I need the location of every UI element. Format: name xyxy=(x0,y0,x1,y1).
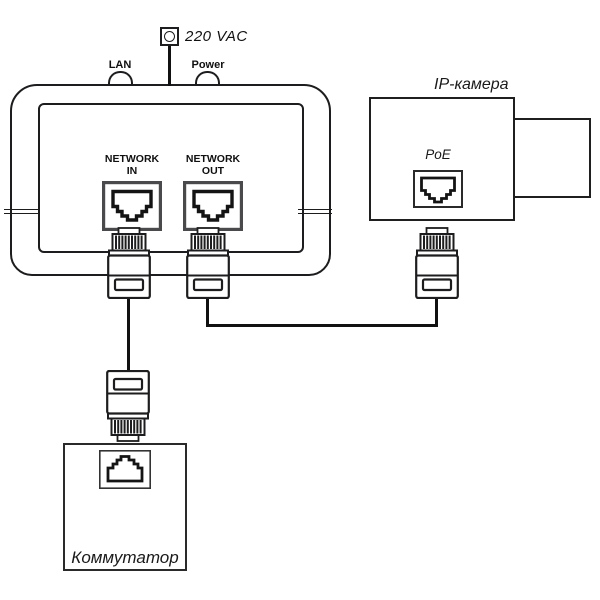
lan-led-bump xyxy=(108,71,133,85)
poe-port-label: PoE xyxy=(425,147,451,162)
poe-injector-front-panel xyxy=(38,103,304,253)
network-out-label-line2: OUT xyxy=(201,164,225,177)
network-in-label-line2: IN xyxy=(126,164,138,177)
power-led-bump xyxy=(195,71,220,85)
power-outlet-pin-icon xyxy=(164,31,175,42)
camera-lens-body xyxy=(513,118,591,198)
power-led-label: Power xyxy=(191,59,225,71)
ip-camera-title: IP-камера xyxy=(434,76,509,93)
rj45-jack-network-in-icon xyxy=(102,181,162,231)
rj45-jack-network-out-icon xyxy=(183,181,243,231)
cable-in-to-switch xyxy=(127,296,130,372)
switch-title: Коммутатор xyxy=(71,548,179,567)
lan-led-label: LAN xyxy=(108,59,132,71)
cable-out-vertical xyxy=(206,295,209,327)
rj45-plug-to-switch-icon xyxy=(106,370,150,442)
network-in-label-line1: NETWORK xyxy=(104,153,160,165)
rj45-plug-camera-icon xyxy=(415,227,459,299)
power-source-label: 220 VAC xyxy=(185,28,248,45)
network-out-label-line1: NETWORK xyxy=(185,153,241,165)
case-seam-right xyxy=(298,209,332,214)
cable-camera-vertical xyxy=(435,295,438,327)
case-seam-left xyxy=(4,209,38,214)
power-outlet-icon xyxy=(160,27,179,46)
network-in-label: NETWORK IN xyxy=(99,153,165,177)
rj45-jack-camera-poe-icon xyxy=(413,170,463,208)
network-out-label: NETWORK OUT xyxy=(180,153,246,177)
rj45-plug-network-in-icon xyxy=(107,227,151,299)
ip-camera-box xyxy=(369,97,515,221)
rj45-plug-network-out-icon xyxy=(186,227,230,299)
cable-out-horizontal xyxy=(206,324,438,327)
power-cable xyxy=(168,45,171,86)
rj45-jack-switch-icon xyxy=(99,450,151,489)
